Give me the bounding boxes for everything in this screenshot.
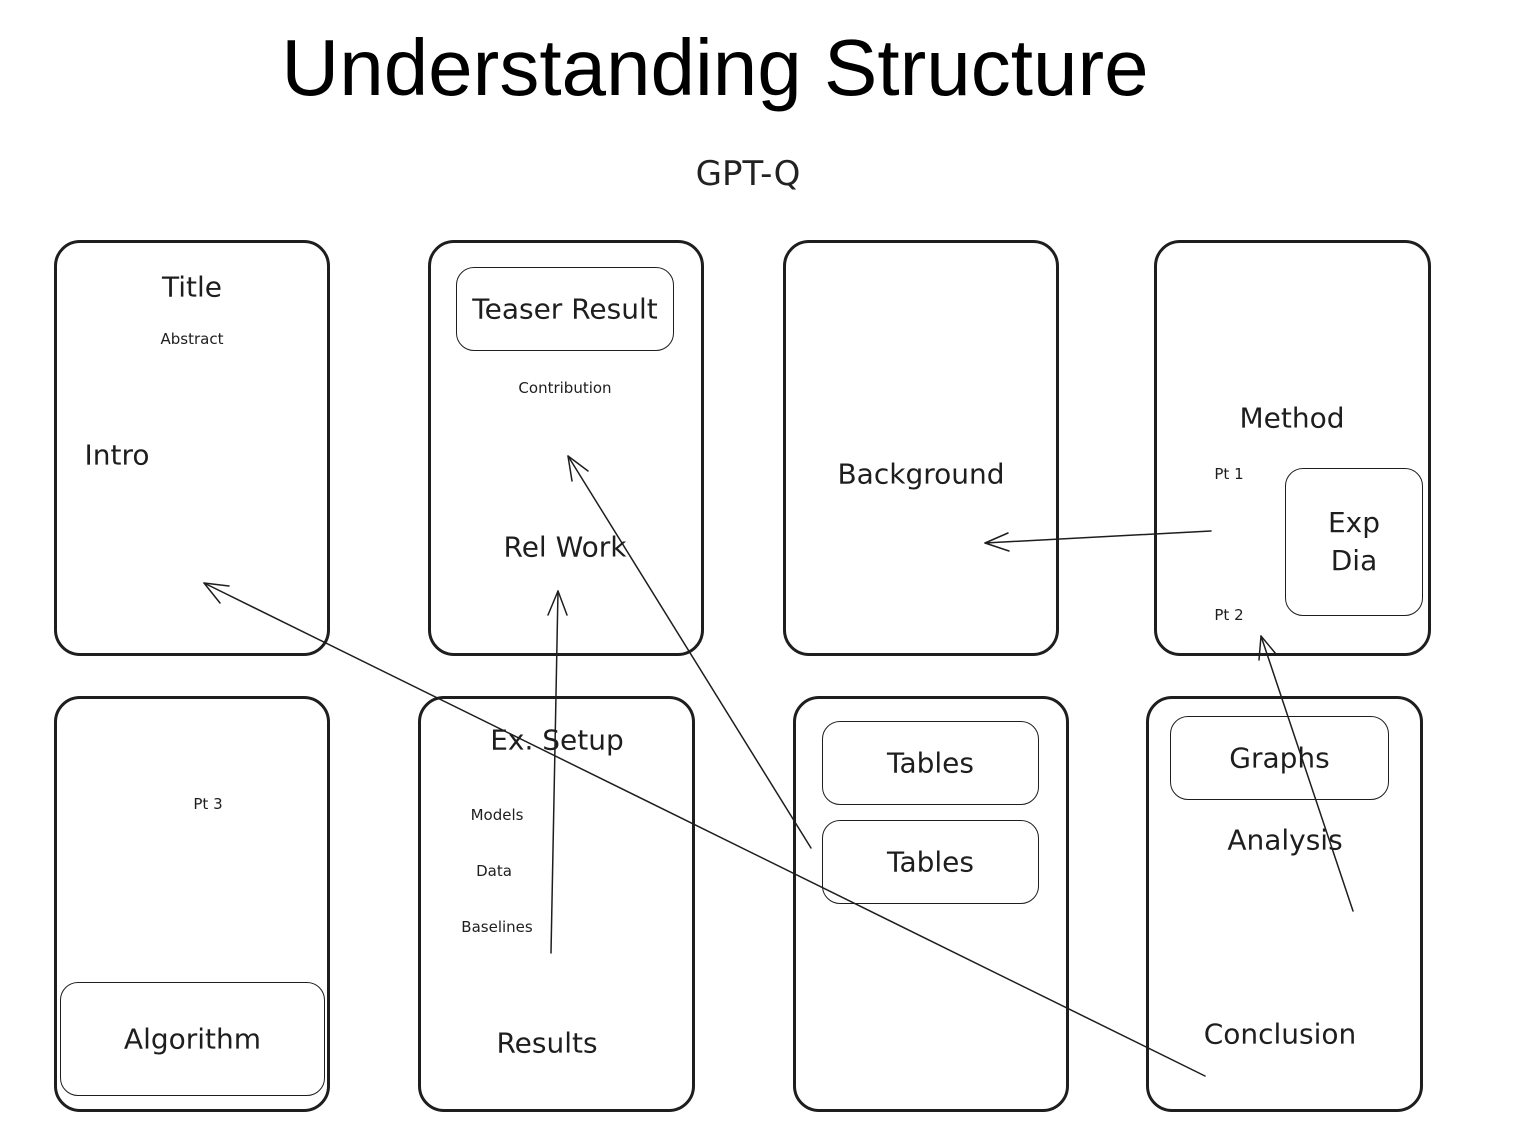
- intro-label: Intro: [84, 438, 150, 472]
- abstract-label: Abstract: [160, 330, 224, 348]
- title-label: Title: [161, 270, 223, 304]
- rel-work-label: Rel Work: [503, 530, 627, 564]
- contribution-label: Contribution: [518, 379, 612, 397]
- results-label: Results: [496, 1026, 598, 1060]
- ex-setup-label: Ex. Setup: [490, 723, 624, 757]
- teaser-result-label: Teaser Result: [472, 292, 658, 326]
- data-label: Data: [476, 862, 512, 880]
- graphs-box: Graphs: [1170, 716, 1389, 800]
- pt3-label: Pt 3: [193, 795, 223, 813]
- algorithm-label: Algorithm: [123, 1022, 262, 1056]
- tables-label-2: Tables: [887, 845, 974, 879]
- baselines-label: Baselines: [461, 918, 533, 936]
- tables-box-1: Tables: [822, 721, 1039, 805]
- analysis-label: Analysis: [1227, 823, 1343, 857]
- tables-label-1: Tables: [887, 746, 974, 780]
- exp-dia-label: Exp Dia: [1327, 506, 1381, 577]
- diagram-subtitle: GPT-Q: [695, 154, 801, 194]
- models-label: Models: [470, 806, 524, 824]
- background-label: Background: [837, 457, 1005, 491]
- conclusion-label: Conclusion: [1203, 1017, 1357, 1051]
- algorithm-box: Algorithm: [60, 982, 325, 1096]
- diagram-title: Understanding Structure: [281, 23, 1149, 112]
- exp-dia-box: Exp Dia: [1285, 468, 1423, 616]
- method-label: Method: [1239, 401, 1345, 435]
- tables-box-2: Tables: [822, 820, 1039, 904]
- pt1-label: Pt 1: [1214, 465, 1244, 483]
- pt2-label: Pt 2: [1214, 606, 1244, 624]
- page-card-3: [783, 240, 1059, 656]
- teaser-result-box: Teaser Result: [456, 267, 674, 351]
- graphs-label: Graphs: [1229, 741, 1330, 775]
